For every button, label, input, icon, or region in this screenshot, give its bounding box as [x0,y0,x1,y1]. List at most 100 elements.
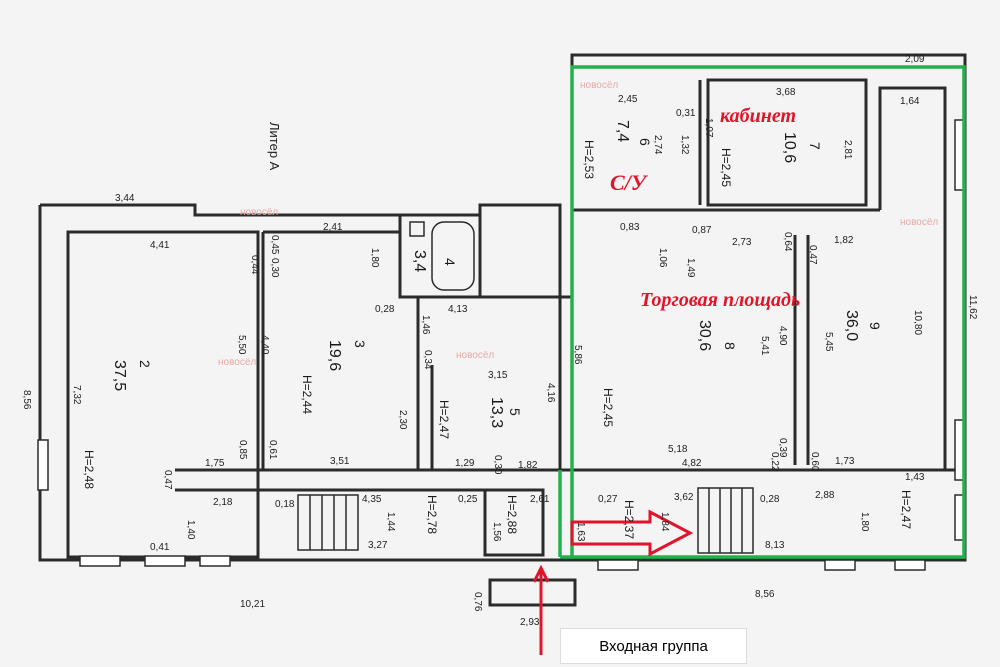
room-7: 7 10,6 Н=2,45 [719,132,823,187]
svg-text:30,6: 30,6 [696,320,713,351]
dim: 1,29 [455,458,475,469]
bathtub-icon [431,221,475,291]
dim: 1,07 [703,118,714,138]
dim: 3,68 [776,87,796,98]
dim: 0,25 [458,494,478,505]
dim: 5,50 [236,335,247,355]
dim: 2,09 [905,54,925,65]
svg-text:Н=2,47: Н=2,47 [437,400,451,439]
dim: 1,32 [679,135,690,155]
dim: 1,56 [491,522,502,542]
dim: 0,30 [492,455,503,475]
dim: 4,82 [682,458,702,469]
svg-text:7: 7 [807,142,823,150]
watermark-4: новосёл [580,80,618,91]
corridor-height-1: Н=2,78 [425,495,439,534]
dim: 2,41 [323,222,343,233]
dim: 2,45 [618,94,638,105]
room-7-wall [706,78,868,207]
room-9-wall [878,86,947,470]
svg-text:36,0: 36,0 [843,310,860,341]
entrance-label-box: Входная группа [560,628,747,664]
watermark-5: новосёл [900,217,938,228]
corridor-height-3: Н=2,37 [622,500,636,539]
svg-text:10,6: 10,6 [781,132,798,163]
dim: 2,30 [397,410,408,430]
svg-text:19,6: 19,6 [326,340,343,371]
dim: 5,41 [759,336,770,356]
svg-text:Н=2,47: Н=2,47 [899,490,913,529]
svg-text:4: 4 [442,258,458,266]
dim: 2,61 [530,494,550,505]
room-3: 3 19,6 Н=2,44 [300,340,368,414]
dim: 1,63 [575,522,586,542]
dim: 0,39 [777,438,788,458]
watermark-2: новосёл [218,357,256,368]
room-4-wall [398,213,482,299]
room-2: 2 37,5 Н=2,48 [82,360,153,489]
dim: 0,22 [769,452,780,472]
stairs-left [297,494,359,551]
entrance-arrow-icon [532,509,694,655]
svg-text:5: 5 [507,408,523,416]
corridor-height-2: Н=2,88 [505,495,519,534]
dim: 7,32 [71,385,82,405]
entrance-label: Входная группа [599,637,708,655]
dim: 2,18 [213,497,233,508]
dim: 0,60 [809,452,820,472]
dim: 3,62 [674,492,694,503]
dim: 2,74 [652,135,663,155]
dim: 3,44 [115,193,135,204]
dim: 8,56 [21,390,32,410]
dim: 1,64 [900,96,920,107]
room-5: 5 13,3 Н=2,47 [437,397,523,439]
dim: 1,73 [835,456,855,467]
dim: 0,30 [269,258,280,278]
dim: 4,13 [448,304,468,315]
room-8: 8 30,6 Н=2,45 [601,320,738,427]
room-6: 6 7,4 Н=2,53 [582,120,653,179]
dim: 0,76 [472,592,483,612]
dim: 1,43 [905,472,925,483]
watermark-1: новосёл [240,207,278,218]
dim: 0,85 [237,440,248,460]
dim: 1,82 [518,460,538,471]
room-4: 4 3,4 [411,250,458,272]
dim: 1,44 [385,512,396,532]
dim: 1,80 [369,248,380,268]
windows [37,119,966,571]
svg-text:8: 8 [722,342,738,350]
dim: 2,88 [815,490,835,501]
svg-text:2: 2 [137,360,153,368]
dim: 0,18 [275,499,295,510]
dim: 4,90 [777,326,788,346]
dim: 1,84 [659,512,670,532]
dim: 3,27 [368,540,388,551]
label-trade-area: Торговая площадь [640,289,800,311]
dim: 4,35 [362,494,382,505]
dim: 0,47 [162,470,173,490]
dim: 0,27 [598,494,618,505]
dim: 0,31 [676,108,696,119]
dim: 1,06 [657,248,668,268]
label-cabinet: кабинет [720,105,796,127]
svg-text:Н=2,48: Н=2,48 [82,450,96,489]
porch [488,578,577,607]
stairs-right [697,487,754,554]
dim: 2,93 [520,617,540,628]
svg-text:Н=2,45: Н=2,45 [601,388,615,427]
dim: 3,51 [330,456,350,467]
dim: 1,40 [185,520,196,540]
dim: 1,49 [685,258,696,278]
dim: 2,73 [732,237,752,248]
dim: 0,64 [782,232,793,252]
dim: 10,21 [240,599,265,610]
dim: 0,87 [692,225,712,236]
svg-text:13,3: 13,3 [488,397,505,428]
svg-text:6: 6 [637,138,653,146]
dim: 0,47 [807,245,818,265]
dim: 8,56 [755,589,775,600]
dim: 0,45 [269,235,280,255]
dim: 0,28 [375,304,395,315]
